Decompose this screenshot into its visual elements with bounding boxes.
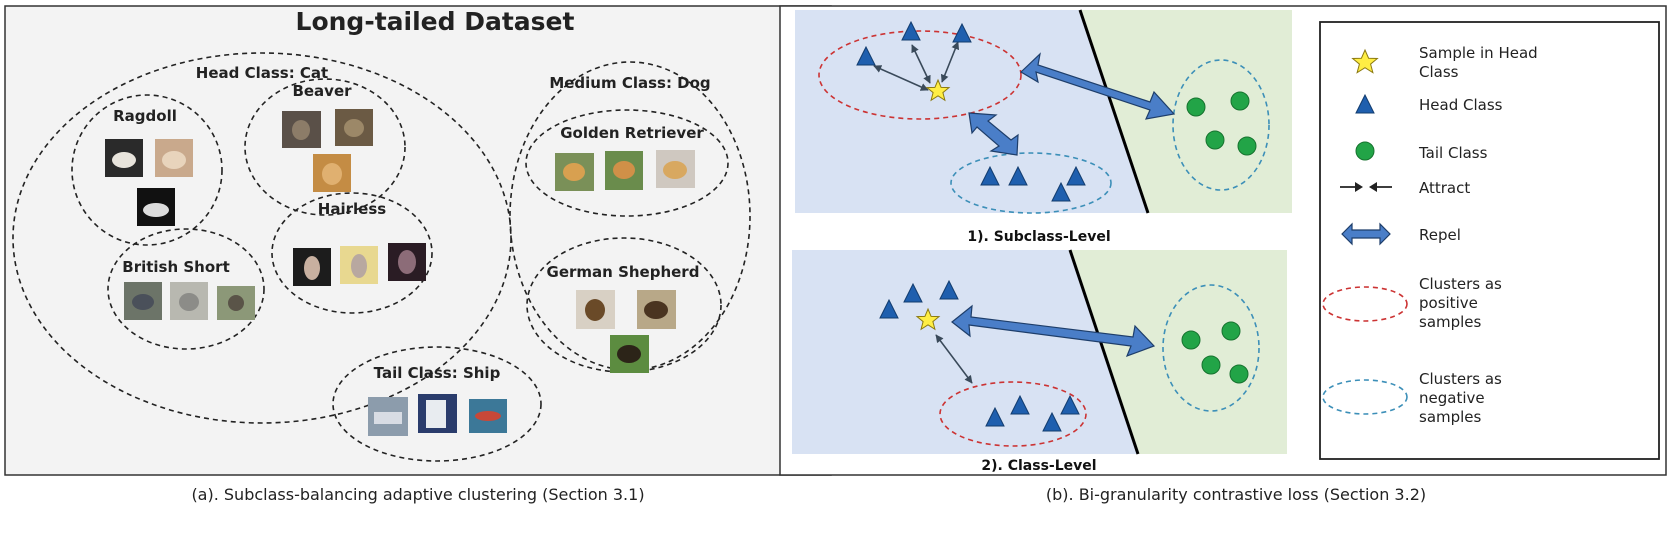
- class-level-label: 2). Class-Level: [981, 458, 1096, 474]
- circle-icon: [1201, 355, 1221, 375]
- subclass-ragdoll-label: Ragdoll: [113, 107, 177, 125]
- triangle-icon: [901, 20, 921, 41]
- triangle-icon: [1010, 394, 1030, 415]
- ragdoll-photos: [105, 139, 193, 226]
- subclass-level-label: 1). Subclass-Level: [967, 229, 1110, 245]
- triangle-icon: [952, 22, 972, 43]
- triangle-icon: [903, 282, 923, 303]
- scene-right-region: [1070, 250, 1287, 454]
- tail-class-label: Tail Class: Ship: [374, 364, 501, 382]
- tail-class-samples: [1181, 321, 1249, 384]
- repel-arrow: [968, 52, 1176, 156]
- medium-class-cluster: [509, 61, 751, 371]
- blue-dashed-ellipse-icon: [1322, 379, 1408, 415]
- star-icon: [925, 78, 951, 102]
- star-icon: [1351, 48, 1379, 74]
- left-panel-caption: (a). Subclass-balancing adaptive cluster…: [191, 485, 644, 504]
- triangle-icon: [1355, 93, 1375, 114]
- negative-cluster: [950, 152, 1112, 214]
- repel-arrow: [951, 304, 1156, 358]
- legend-label: Attract: [1419, 179, 1470, 197]
- legend-label: Repel: [1419, 226, 1461, 244]
- attract-arrows: [873, 41, 960, 91]
- subclass-hairless-label: Hairless: [318, 200, 386, 218]
- left-panel: Long-tailed Dataset Head Class: Cat Ragd…: [4, 5, 832, 504]
- head-class-label: Head Class: Cat: [196, 64, 328, 82]
- german-shepherd-photos: [576, 290, 676, 373]
- legend-label: Tail Class: [1418, 144, 1488, 162]
- subclass-golden-retriever-cluster: [525, 109, 729, 217]
- tail-class-samples: [1186, 91, 1257, 156]
- circle-icon: [1221, 321, 1241, 341]
- legend-frame: [1319, 21, 1660, 460]
- triangle-icon: [1051, 181, 1071, 202]
- negative-cluster: [1172, 59, 1270, 191]
- head-class-samples: [856, 20, 1086, 202]
- subclass-level-scene: 1). Subclass-Level: [795, 9, 1292, 245]
- attract-arrows-icon: [1340, 182, 1392, 192]
- subclass-ragdoll-cluster: [71, 94, 223, 246]
- negative-cluster: [1162, 284, 1260, 412]
- subclass-golden-retriever-label: Golden Retriever: [560, 124, 704, 142]
- subclass-british-short-label: British Short: [122, 258, 229, 276]
- tail-class-cluster: [332, 346, 542, 462]
- circle-icon: [1186, 97, 1206, 117]
- class-level-scene: 2). Class-Level: [792, 249, 1287, 474]
- legend-label: Head Class: [1419, 96, 1503, 114]
- dataset-title: Long-tailed Dataset: [296, 7, 575, 36]
- triangle-icon: [856, 45, 876, 66]
- triangle-icon: [1066, 165, 1086, 186]
- subclass-beaver-label: Beaver: [292, 82, 352, 100]
- golden-retriever-photos: [555, 150, 695, 191]
- triangle-icon: [985, 406, 1005, 427]
- positive-cluster: [818, 30, 1022, 120]
- british-short-photos: [124, 282, 255, 320]
- triangle-icon: [879, 298, 899, 319]
- positive-cluster: [939, 381, 1087, 447]
- attract-arrows: [935, 334, 973, 384]
- circle-icon: [1230, 91, 1250, 111]
- subclass-german-shepherd-label: German Shepherd: [547, 263, 700, 281]
- triangle-icon: [1008, 165, 1028, 186]
- circle-icon: [1355, 141, 1375, 161]
- scene-right-region: [1080, 10, 1292, 213]
- circle-icon: [1229, 364, 1249, 384]
- head-class-samples: [879, 279, 1080, 432]
- hairless-photos: [293, 243, 426, 286]
- right-panel-caption: (b). Bi-granularity contrastive loss (Se…: [1046, 485, 1426, 504]
- subclass-hairless-cluster: [271, 192, 433, 314]
- class-boundary-line: [1078, 9, 1150, 214]
- red-dashed-ellipse-icon: [1322, 286, 1408, 322]
- subclass-british-short-cluster: [107, 228, 265, 350]
- beaver-photos: [282, 109, 373, 192]
- star-icon: [915, 307, 941, 331]
- circle-icon: [1205, 130, 1225, 150]
- triangle-icon: [1042, 411, 1062, 432]
- circle-icon: [1181, 330, 1201, 350]
- right-panel: 1). Subclass-Level: [779, 5, 1667, 504]
- repel-arrow-icon: [1341, 222, 1391, 246]
- triangle-icon: [1060, 394, 1080, 415]
- ship-photos: [368, 394, 507, 436]
- triangle-icon: [939, 279, 959, 300]
- medium-class-label: Medium Class: Dog: [549, 74, 710, 92]
- triangle-icon: [980, 165, 1000, 186]
- circle-icon: [1237, 136, 1257, 156]
- class-boundary-line: [1068, 249, 1140, 455]
- subclass-beaver-cluster: [244, 78, 406, 216]
